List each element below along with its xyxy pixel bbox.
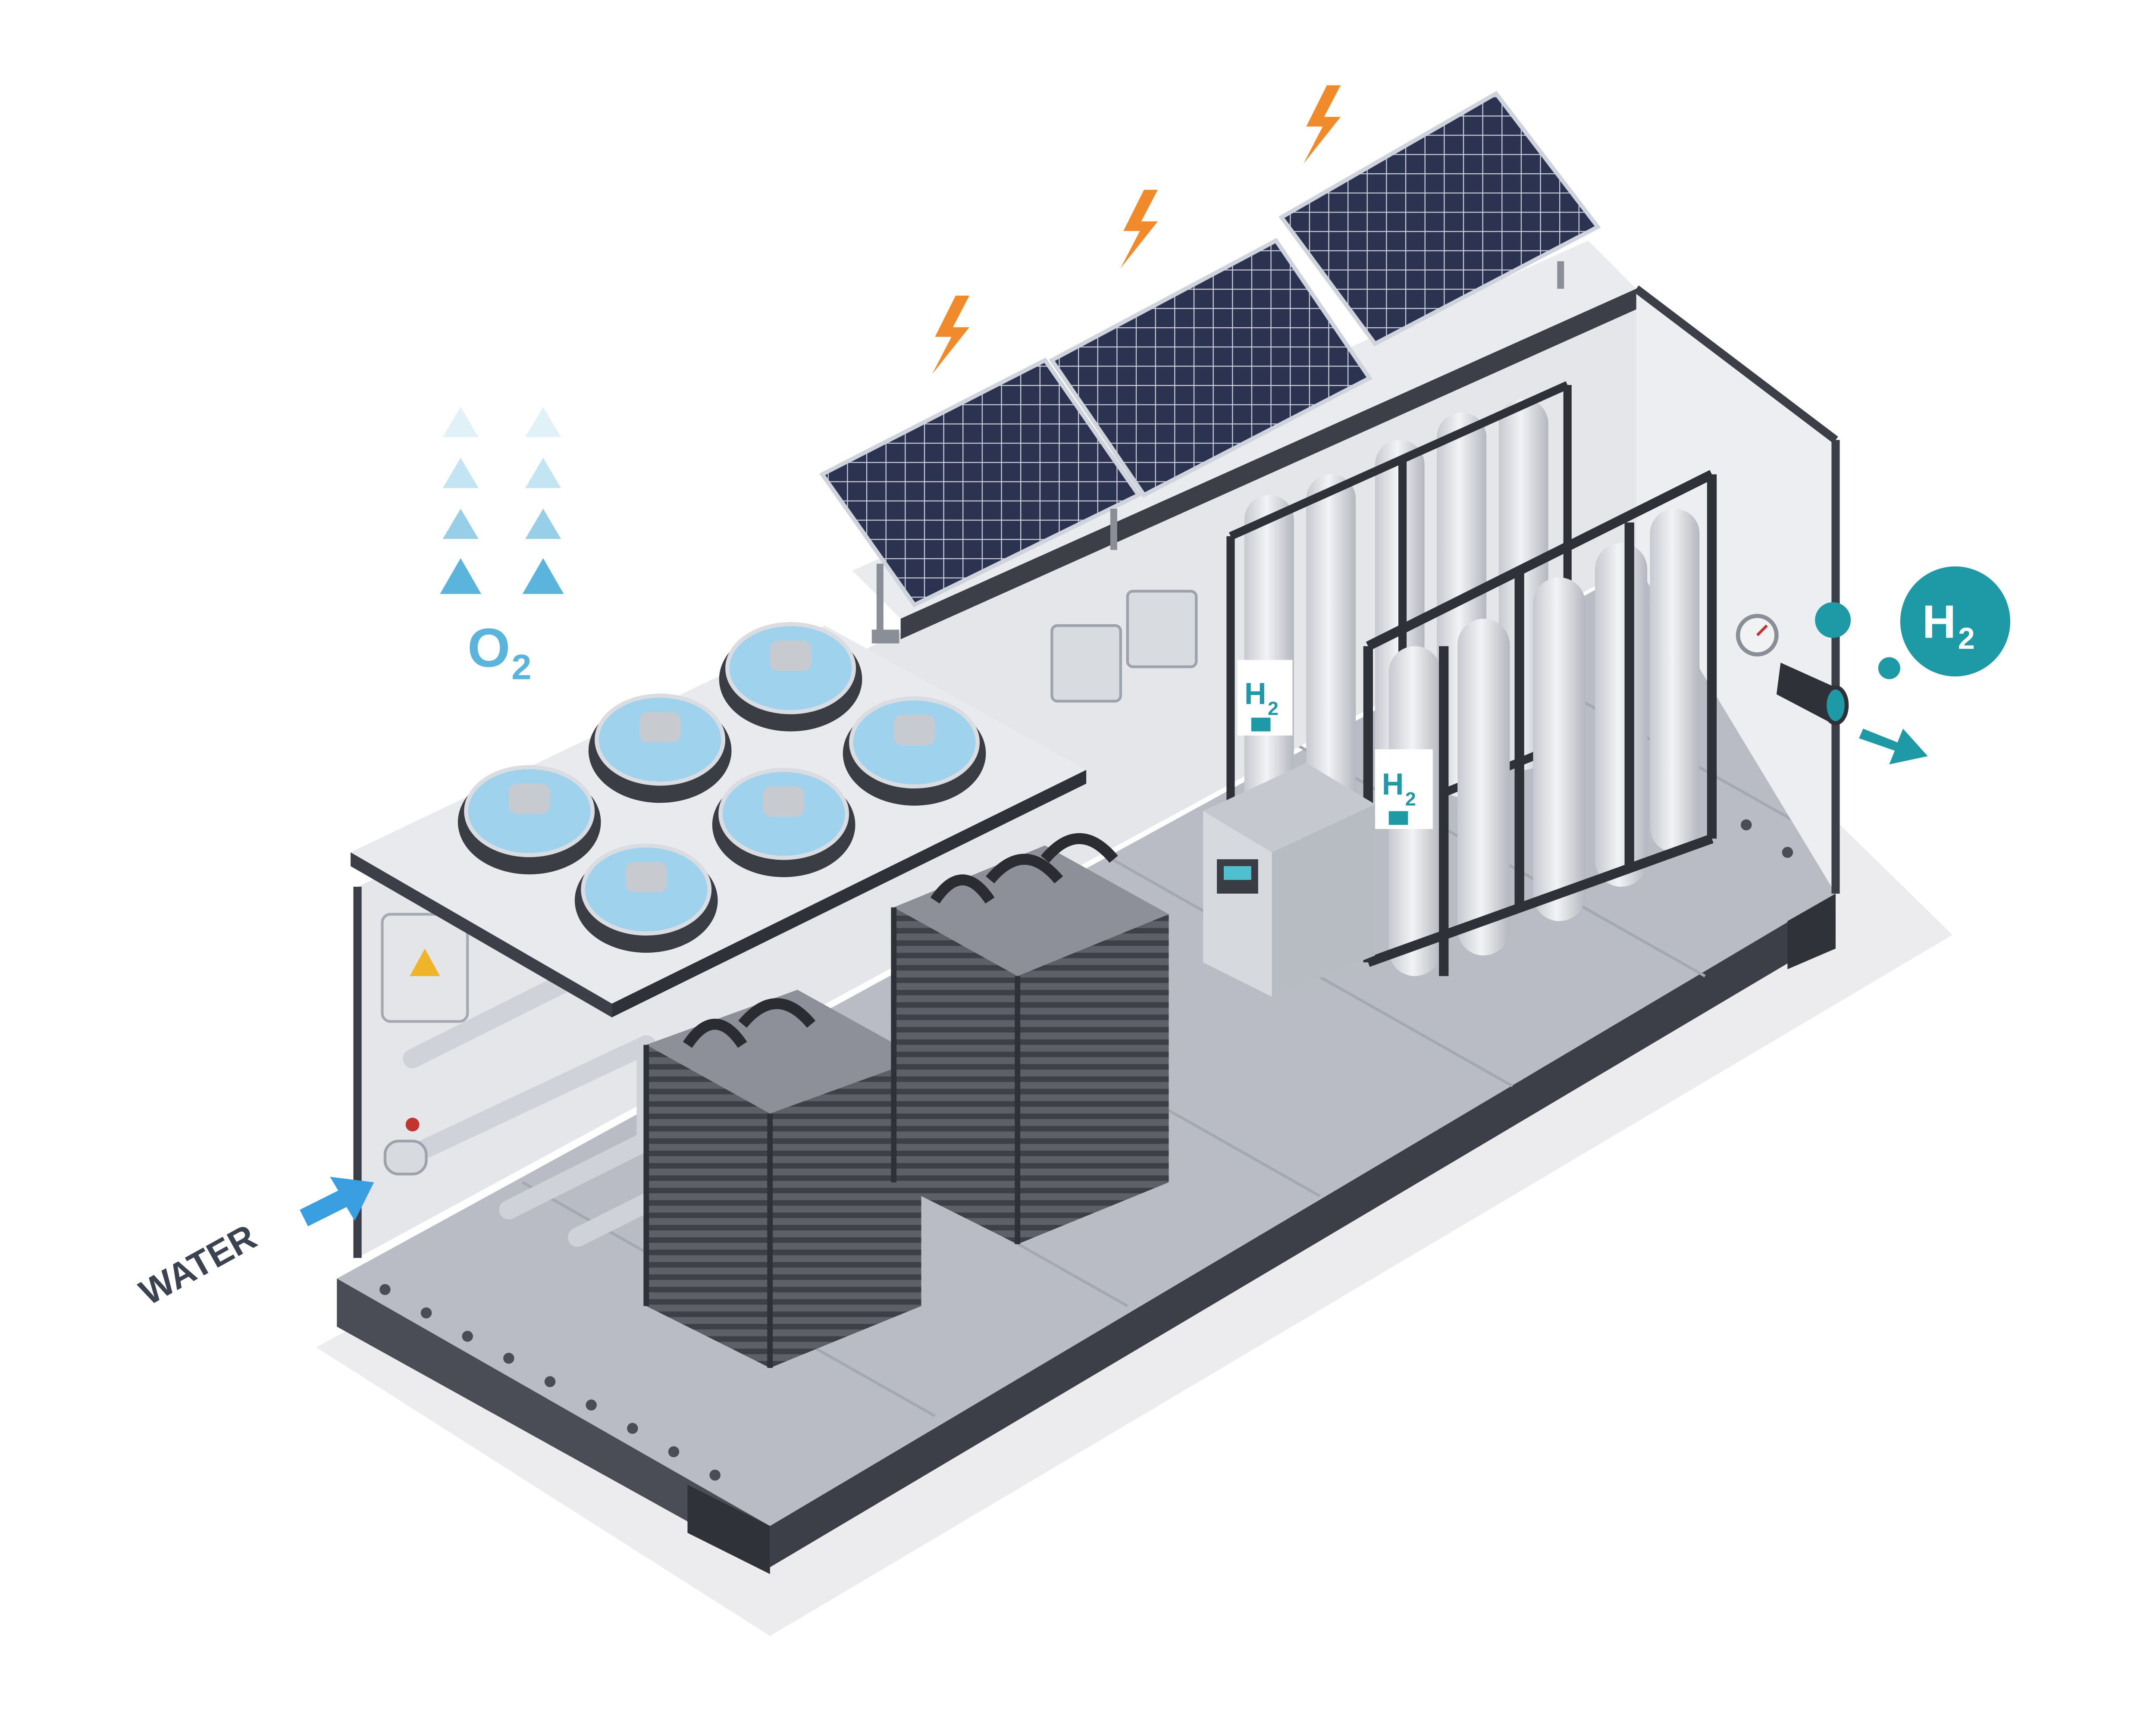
svg-text:2: 2 bbox=[1405, 789, 1416, 810]
fan-icon bbox=[458, 765, 601, 875]
pressure-gauge bbox=[1736, 613, 1779, 657]
hydrogen-label: H bbox=[1922, 596, 1956, 648]
junction-boxes bbox=[1050, 590, 1198, 703]
fan-icon bbox=[588, 693, 732, 803]
tank-label-1: H 2 bbox=[1237, 660, 1293, 736]
electrolyzer-stack-front bbox=[643, 990, 921, 1368]
skid-bolts bbox=[379, 819, 1793, 1481]
electrical-box bbox=[381, 913, 469, 1023]
svg-text:2: 2 bbox=[1268, 698, 1279, 719]
fan-icon bbox=[719, 622, 862, 732]
fan-icon bbox=[843, 696, 986, 806]
solar-panel-2 bbox=[1049, 238, 1373, 550]
water-inflow-arrow bbox=[300, 1176, 374, 1227]
fan-icon bbox=[574, 843, 718, 953]
tank-label-2: H 2 bbox=[1375, 749, 1433, 829]
oxygen-label: O 2 bbox=[467, 618, 531, 687]
hydrogen-molecule: H 2 bbox=[1815, 566, 2010, 679]
fan-icon bbox=[712, 768, 856, 877]
svg-text:H: H bbox=[1382, 767, 1404, 801]
electrolyzer-stack-back bbox=[891, 833, 1169, 1244]
hydrogen-outflow-arrow bbox=[1859, 729, 1928, 765]
roof-edge bbox=[900, 288, 1636, 639]
water-inlet-valve bbox=[383, 1117, 428, 1176]
hydrogen-outlet-nozzle bbox=[1776, 663, 1849, 726]
svg-text:H: H bbox=[1244, 676, 1266, 710]
solar-panel-3 bbox=[1278, 91, 1601, 347]
water-label: WATER bbox=[133, 1217, 263, 1313]
oxygen-rising-arrows bbox=[440, 407, 564, 594]
oxygen-subscript: 2 bbox=[511, 647, 531, 687]
cooling-fans bbox=[458, 622, 986, 953]
warning-icon bbox=[410, 948, 440, 976]
hydrogen-cylinder-rack-front bbox=[1363, 470, 1717, 976]
svg-text:O: O bbox=[467, 618, 510, 679]
lightning-icon bbox=[932, 85, 1341, 374]
control-unit bbox=[1203, 763, 1375, 997]
hydrogen-subscript: 2 bbox=[1958, 621, 1975, 655]
solar-panel-1 bbox=[819, 357, 1142, 644]
